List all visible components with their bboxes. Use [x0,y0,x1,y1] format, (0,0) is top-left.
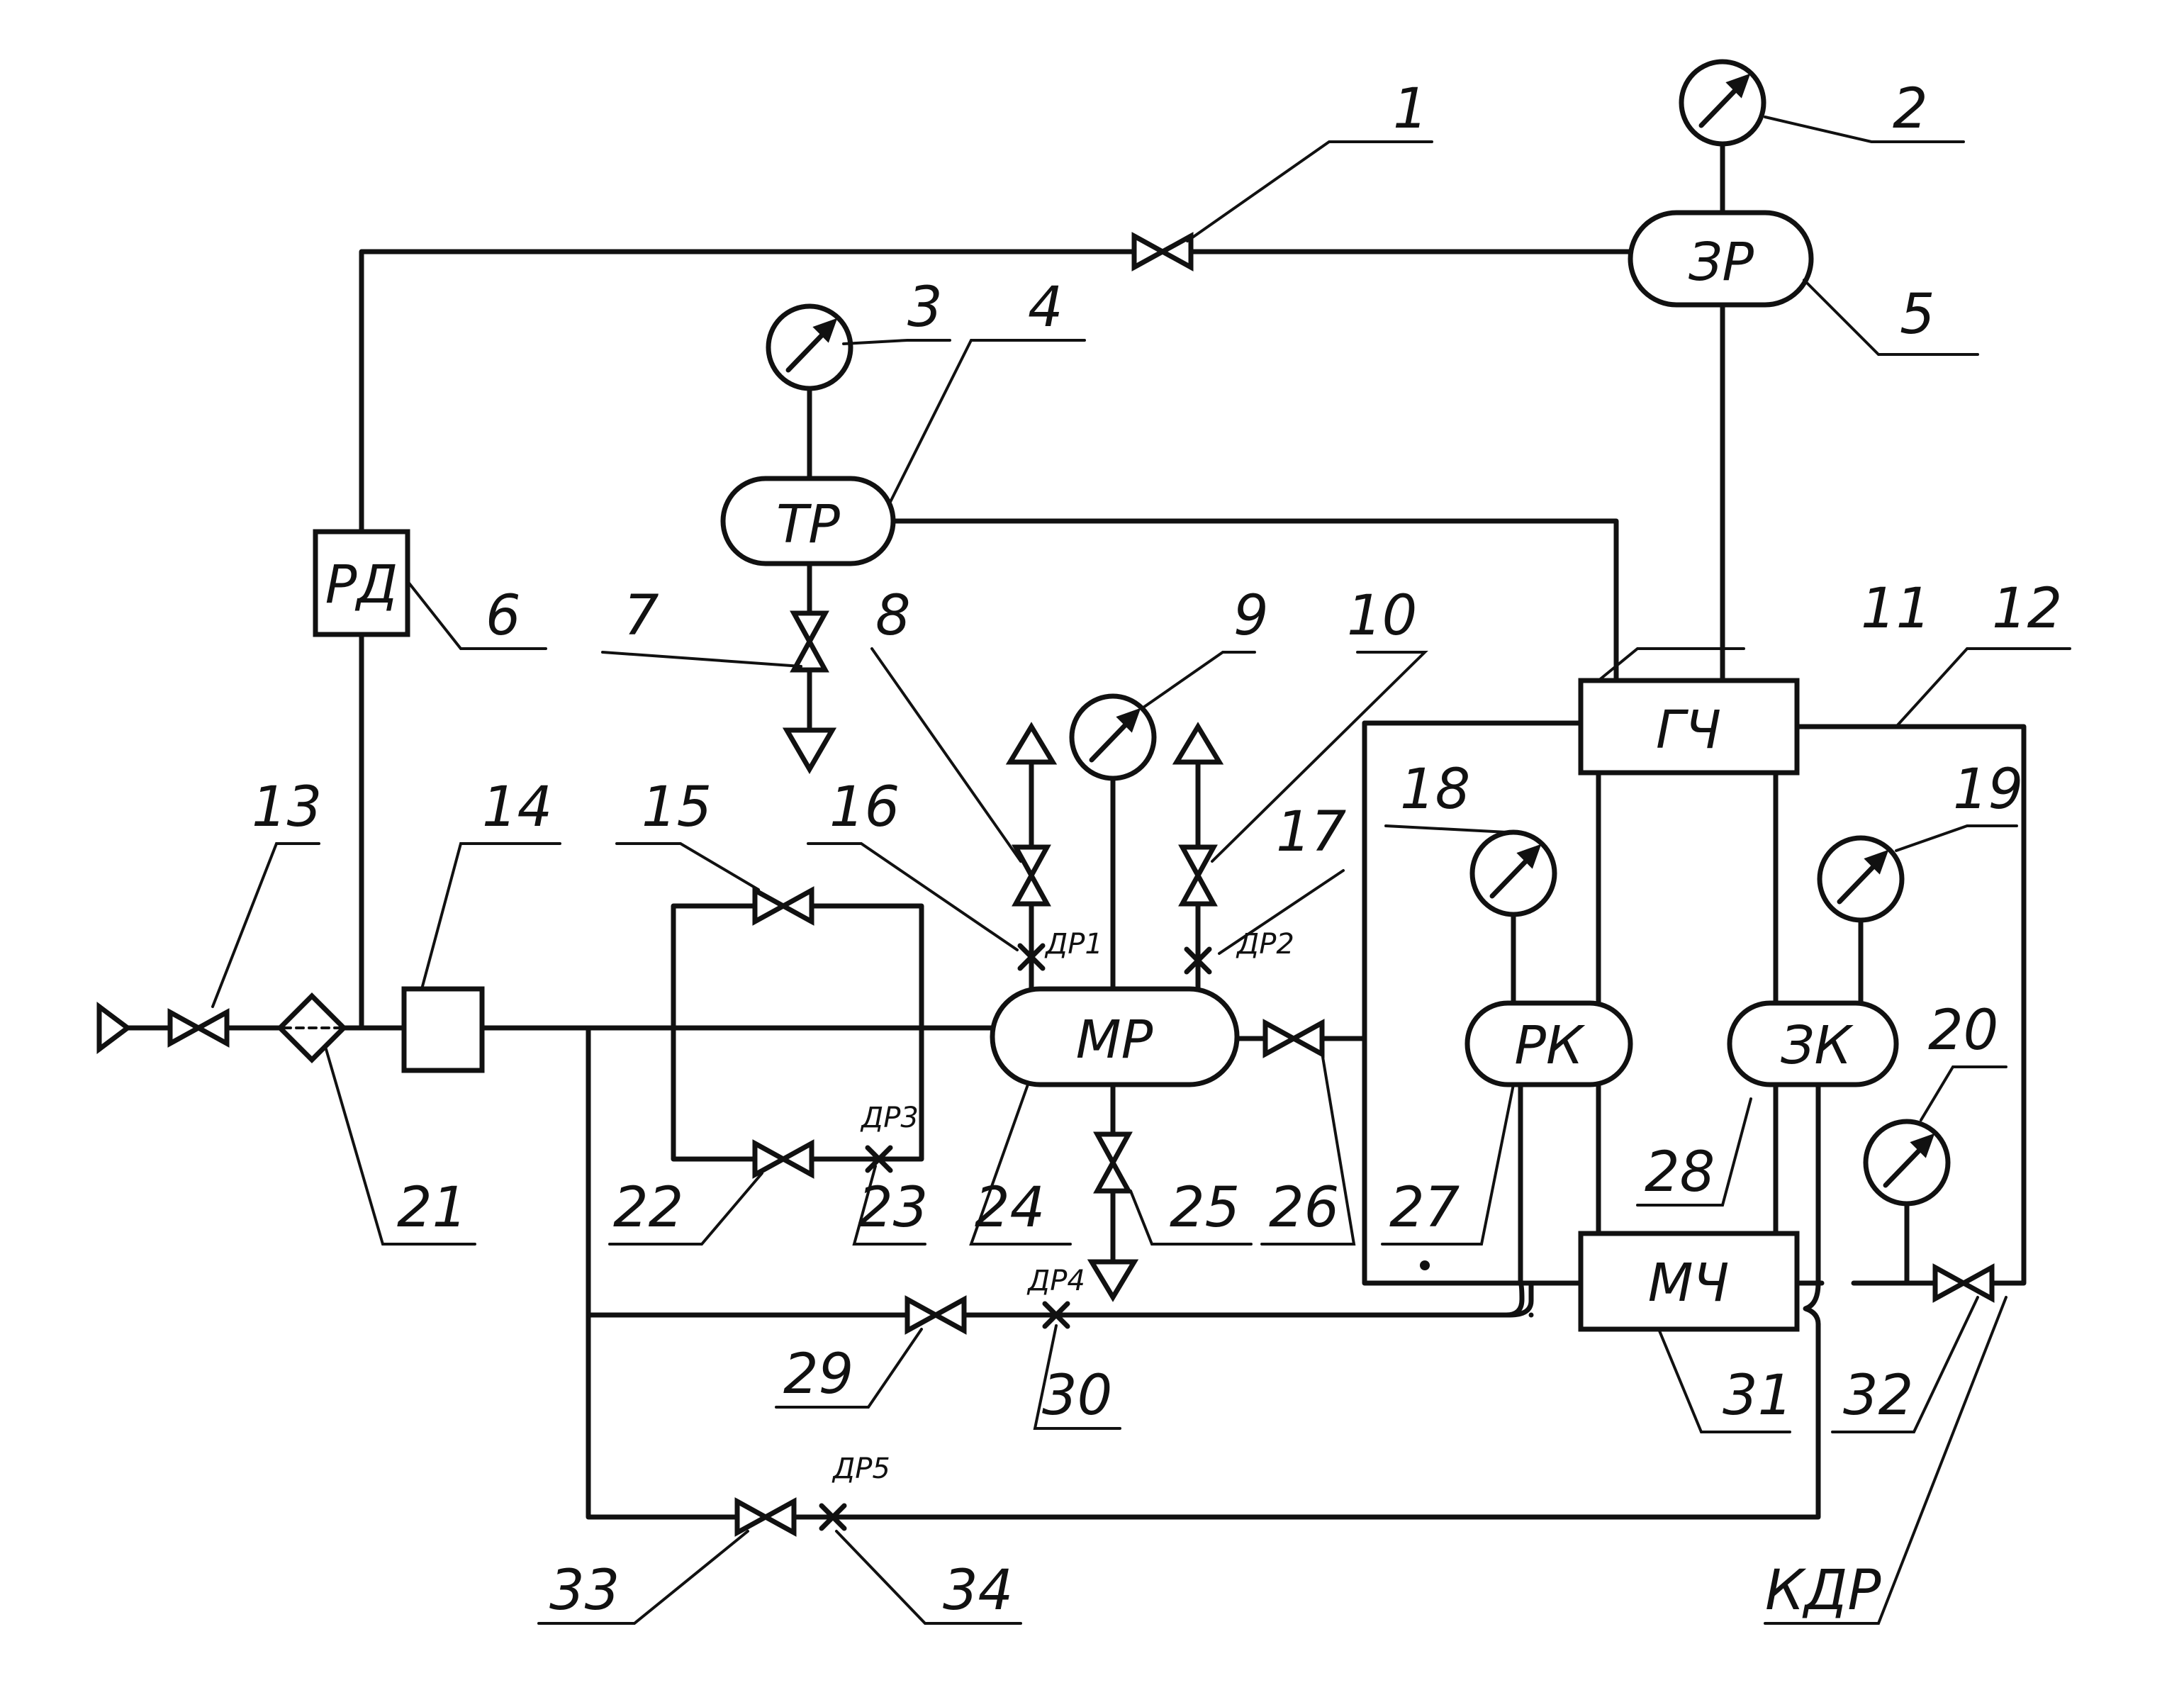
valve-7[interactable] [794,613,825,670]
label-25: 25 [1170,1176,1240,1240]
valve-32[interactable] [1935,1268,1992,1299]
valve-8[interactable] [1016,847,1047,904]
choke-dr5-label: ДР5 [831,1453,890,1485]
valve-25[interactable] [1097,1134,1129,1191]
svg-text:РД: РД [325,554,398,615]
valve-15[interactable] [755,890,812,922]
gauge-18-icon [1472,832,1555,914]
label-18: 18 [1400,758,1470,822]
valve-10[interactable] [1182,847,1214,904]
main-part-gch: ГЧ [1578,678,1800,776]
chamber-zk: ЗК [1727,1000,1899,1087]
svg-text:МР: МР [1076,1009,1153,1070]
label-kdr: КДР [1765,1559,1881,1623]
label-23: 23 [858,1176,928,1240]
pressure-regulator-rd: РД [313,529,410,637]
valve-13[interactable] [170,1012,227,1043]
svg-text:ТР: ТР [776,494,840,555]
valve-22[interactable] [755,1143,812,1175]
choke-dr4-label: ДР4 [1026,1265,1085,1297]
label-6: 6 [486,584,521,648]
reservoir-mr: МР [990,986,1240,1087]
label-13: 13 [252,776,322,839]
svg-text:РК: РК [1514,1015,1586,1076]
svg-text:ГЧ: ГЧ [1656,700,1721,761]
gauge-3-icon [768,306,851,388]
label-27: 27 [1389,1176,1460,1240]
label-34: 34 [943,1559,1013,1623]
valve-1[interactable] [1134,236,1191,267]
label-32: 32 [1843,1364,1913,1428]
label-24: 24 [975,1176,1045,1240]
svg-text:ЗК: ЗК [1781,1015,1854,1076]
block-14 [401,986,485,1073]
choke-dr1-label: ДР1 [1044,928,1103,961]
leader-lines [211,116,2071,1625]
exhaust-25-icon [1087,1259,1139,1302]
label-9: 9 [1233,584,1269,648]
label-22: 22 [613,1176,683,1240]
svg-text:ЗР: ЗР [1689,232,1754,293]
valve-29[interactable] [907,1299,964,1331]
label-20: 20 [1928,999,1998,1063]
label-17: 17 [1276,800,1346,864]
label-14: 14 [482,776,552,839]
label-16: 16 [829,776,900,839]
exhaust-10-icon [1172,722,1224,765]
svg-text:МЧ: МЧ [1648,1253,1730,1314]
label-4: 4 [1028,276,1063,340]
label-10: 10 [1347,584,1417,648]
label-30: 30 [1042,1364,1112,1428]
label-3: 3 [907,276,943,340]
exhaust-8-icon [1005,722,1058,765]
chamber-rk: РК [1465,1000,1633,1087]
choke-dr3-label: ДР3 [860,1102,919,1134]
label-19: 19 [1953,758,2023,822]
label-29: 29 [783,1343,853,1406]
valve-26[interactable] [1265,1023,1322,1054]
reservoir-zr: ЗР [1628,210,1814,308]
number-labels: 1 2 3 4 5 6 7 8 9 10 11 12 13 14 15 16 1… [252,77,2062,1623]
label-21: 21 [397,1176,467,1240]
choke-dr2-label: ДР2 [1236,928,1294,961]
label-5: 5 [1900,283,1935,347]
label-1: 1 [1393,77,1428,141]
exhaust-7-icon [782,727,837,774]
gauge-2-icon [1681,62,1764,144]
inlet-connector [96,1002,132,1054]
label-15: 15 [642,776,712,839]
label-11: 11 [1861,577,1931,641]
gauge-19-icon [1820,838,1902,920]
label-33: 33 [549,1559,620,1623]
label-12: 12 [1992,577,2062,641]
valve-33[interactable] [737,1501,794,1533]
main-part-mch: МЧ [1578,1231,1800,1332]
reservoir-tr: ТР [720,476,896,566]
gauge-20-icon [1866,1121,1948,1204]
label-7: 7 [624,584,659,648]
filter-21 [276,992,347,1063]
label-2: 2 [1893,77,1928,141]
label-28: 28 [1645,1141,1715,1204]
label-31: 31 [1723,1364,1793,1428]
dot-mark [1420,1260,1430,1270]
label-8: 8 [875,584,911,648]
label-26: 26 [1269,1176,1339,1240]
